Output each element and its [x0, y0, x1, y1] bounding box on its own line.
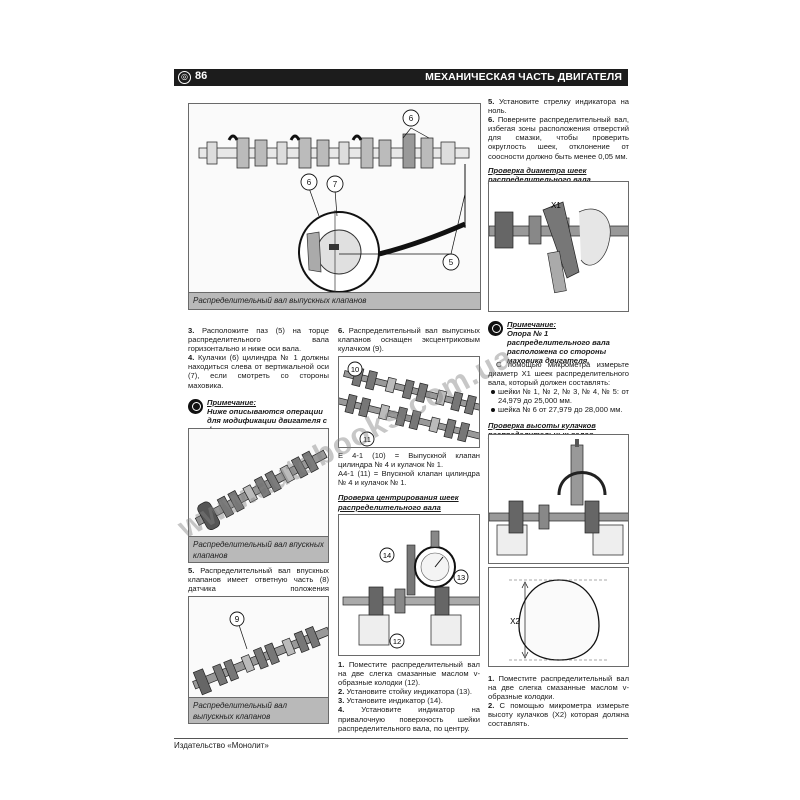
- centering-step-2: 2. Установите стойку индикатора (13).: [338, 687, 473, 697]
- figure-valve-cams: 10 11: [338, 356, 480, 448]
- callout-7: 7: [333, 180, 338, 189]
- figure-micrometer-journal: X1: [488, 181, 629, 312]
- callout-13: 13: [457, 573, 465, 582]
- figure-intake-camshaft: Распределительный вал впускных клапанов: [188, 428, 329, 563]
- valve-cams-drawing: 10 11: [339, 361, 479, 447]
- figure-dial-indicator: 14 13 12: [338, 514, 480, 656]
- callout-6a: 6: [409, 114, 414, 123]
- dial-indicator-drawing: 14 13 12: [342, 530, 479, 649]
- centering-step-3: 3. Установите индикатор (14).: [338, 696, 443, 706]
- callout-6b: 6: [307, 178, 312, 187]
- callout-12: 12: [393, 637, 401, 646]
- micrometer-journal-drawing: X1: [489, 201, 628, 294]
- callout-5: 5: [449, 258, 454, 267]
- step-6-right: 6. Поверните распределительный вал, избе…: [488, 115, 629, 161]
- callout-14: 14: [383, 551, 391, 560]
- callout-x2: X2: [510, 617, 520, 626]
- cam-height-micrometer-drawing: [489, 439, 628, 556]
- cam-profile-drawing: X2: [509, 579, 609, 661]
- a41-definition: А4-1 (11) = Впускной клапан цилиндра № 4…: [338, 469, 480, 488]
- cam-step-1: 1. Поместите распределительный вал на дв…: [488, 674, 629, 702]
- figure-caption: Распределительный вал выпускных клапанов: [189, 292, 480, 309]
- figure-cam-profile: X2: [488, 567, 629, 667]
- callout-11: 11: [363, 435, 371, 444]
- publisher-name: Издательство «Монолит»: [174, 741, 269, 750]
- centering-step-4: 4. Установите индикатор на привалочную п…: [338, 705, 480, 733]
- left-column: 3. Расположите паз (5) на торце распреде…: [188, 326, 329, 443]
- centering-step-1: 1. Поместите распределительный вал на дв…: [338, 660, 480, 688]
- intake-camshaft-drawing: [194, 449, 328, 530]
- figure-caption: Распределительный вал впускных клапанов: [189, 536, 328, 562]
- callout-x1: X1: [551, 201, 561, 210]
- cam-height-steps: 1. Поместите распределительный вал на дв…: [488, 674, 629, 729]
- cam-step-2: 2. С помощью микрометра измерьте высоту …: [488, 701, 629, 729]
- e41-definition: Е 4-1 (10) = Выпускной клапан цилиндра №…: [338, 451, 480, 470]
- figure-caption: Распределительный вал выпускных клапанов: [189, 697, 328, 723]
- callout-10: 10: [351, 365, 359, 374]
- figure-exhaust-camshaft-end: 6 6 7 5 Распределительный вал выпускных …: [188, 103, 481, 310]
- note-icon: [488, 321, 503, 336]
- micrometer-instruction: С помощью микрометра измерьте диаметр X1…: [488, 360, 629, 388]
- chapter-badge-icon: ◎: [178, 71, 191, 84]
- step-6-middle: 6. Распределительный вал выпускных клапа…: [338, 326, 480, 354]
- page-footer: Издательство «Монолит»: [174, 738, 628, 750]
- right-column-top: 5. Установите стрелку индикатора на ноль…: [488, 97, 629, 184]
- step-4: 4. Кулачки (6) цилиндра № 1 должны наход…: [188, 353, 329, 390]
- exhaust-camshaft-drawing: 6 6 7 5: [198, 109, 470, 294]
- page-number: 86: [195, 70, 208, 82]
- page-header: ◎ 86 МЕХАНИЧЕСКАЯ ЧАСТЬ ДВИГАТЕЛЯ: [174, 69, 628, 86]
- section-title: МЕХАНИЧЕСКАЯ ЧАСТЬ ДВИГАТЕЛЯ: [425, 71, 622, 83]
- journal-spec-6: шейка № 6 от 27,979 до 28,000 мм.: [488, 405, 629, 414]
- callout-9: 9: [235, 615, 240, 624]
- step-3: 3. Расположите паз (5) на торце распреде…: [188, 326, 329, 354]
- note-support-1: Примечание:Опора № 1 распределительного …: [488, 320, 629, 365]
- note-icon: [188, 398, 203, 414]
- figure-exhaust-camshaft-eccentric: 9 Распределительный вал выпускных клапан…: [188, 596, 329, 724]
- subheading-centering: Проверка центрирования шеек распределите…: [338, 493, 459, 512]
- figure-cam-height-micrometer: [488, 434, 629, 564]
- journal-spec-1-5: шейки № 1, № 2, № 3, № 4, № 5: от 24,979…: [488, 387, 629, 405]
- step-5-right: 5. Установите стрелку индикатора на ноль…: [488, 97, 629, 116]
- exhaust-camshaft-eccentric-drawing: 9: [192, 611, 328, 696]
- middle-column-text: Е 4-1 (10) = Выпускной клапан цилиндра №…: [338, 451, 480, 512]
- subheading-diameter: Проверка диаметра шеек распределительног…: [488, 165, 591, 185]
- centering-steps: 1. Поместите распределительный вал на дв…: [338, 660, 480, 733]
